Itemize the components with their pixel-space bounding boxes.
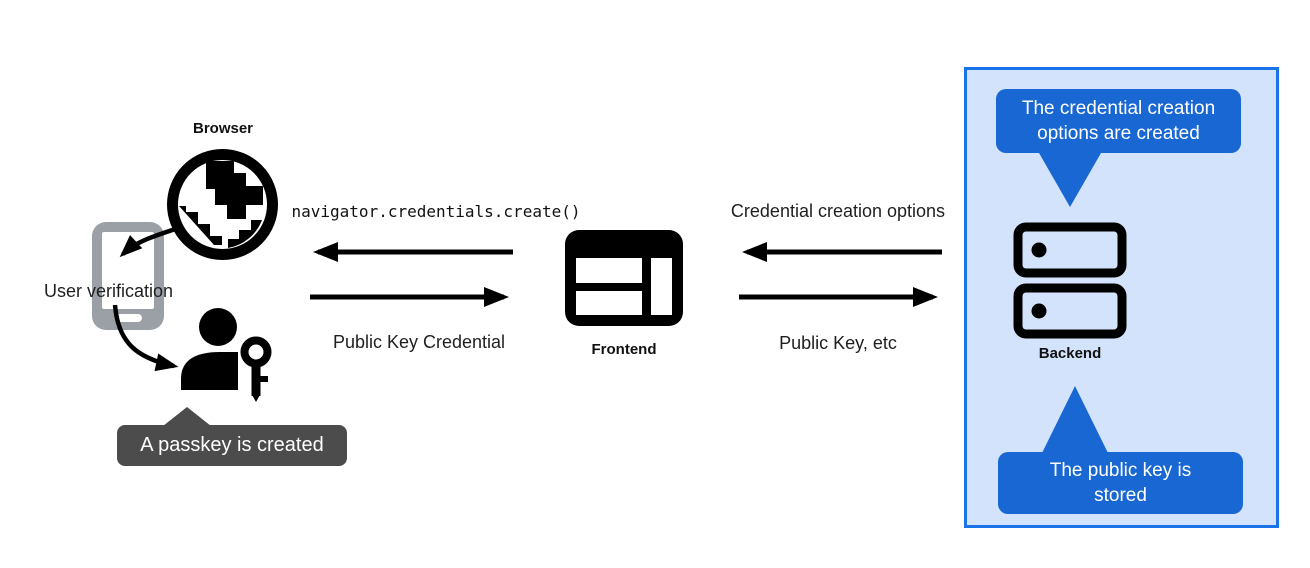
backend-panel: The credential creation options are crea… [964, 67, 1279, 528]
key-ring [240, 336, 272, 368]
browser-label: Browser [192, 120, 254, 137]
backend-label: Backend [1038, 345, 1102, 362]
key-tooth [260, 376, 268, 382]
phone-icon [92, 222, 164, 330]
window-pane-top-left [576, 258, 642, 283]
credential-options-callout-tail [1039, 153, 1101, 207]
passkey-tooltip: A passkey is created [117, 425, 347, 466]
globe-continent-southeast [228, 220, 262, 248]
public-key-etc-label: Public Key, etc [779, 333, 897, 353]
callout-line: The public key is [1049, 459, 1192, 481]
navigator-credentials-create-label: navigator.credentials.create() [291, 202, 581, 221]
globe-continent-southwest [179, 206, 222, 245]
server-unit-bottom [1013, 283, 1127, 339]
callout-line: The credential creation [1021, 97, 1216, 119]
callout-line: stored [1094, 485, 1147, 506]
public-key-stored-callout-tail [1042, 386, 1108, 453]
public-key-stored-callout: The public key is stored [998, 452, 1243, 514]
callout-line: options are created [1037, 123, 1200, 144]
phone-home-bar [115, 314, 142, 322]
key-tip [251, 394, 261, 402]
passkey-tooltip-tail [163, 407, 211, 426]
user-with-key-icon [181, 308, 272, 402]
browser-window-icon [565, 230, 683, 326]
public-key-credential-label: Public Key Credential [332, 332, 506, 352]
credential-options-callout: The credential creation options are crea… [996, 89, 1241, 153]
window-pane-bottom-left [576, 291, 642, 315]
server-stack-icon [1013, 222, 1127, 339]
user-verification-label: User verification [44, 281, 174, 301]
user-body [181, 352, 238, 390]
globe-icon [167, 149, 278, 260]
globe-continent-east [206, 161, 263, 219]
server-led-top [1031, 242, 1047, 258]
credential-creation-options-label: Credential creation options [730, 201, 946, 221]
server-unit-top [1013, 222, 1127, 278]
key-stem [251, 363, 261, 396]
server-led-bottom [1031, 303, 1047, 319]
user-head [199, 308, 237, 346]
window-pane-right [651, 258, 672, 315]
frontend-label: Frontend [591, 341, 657, 358]
